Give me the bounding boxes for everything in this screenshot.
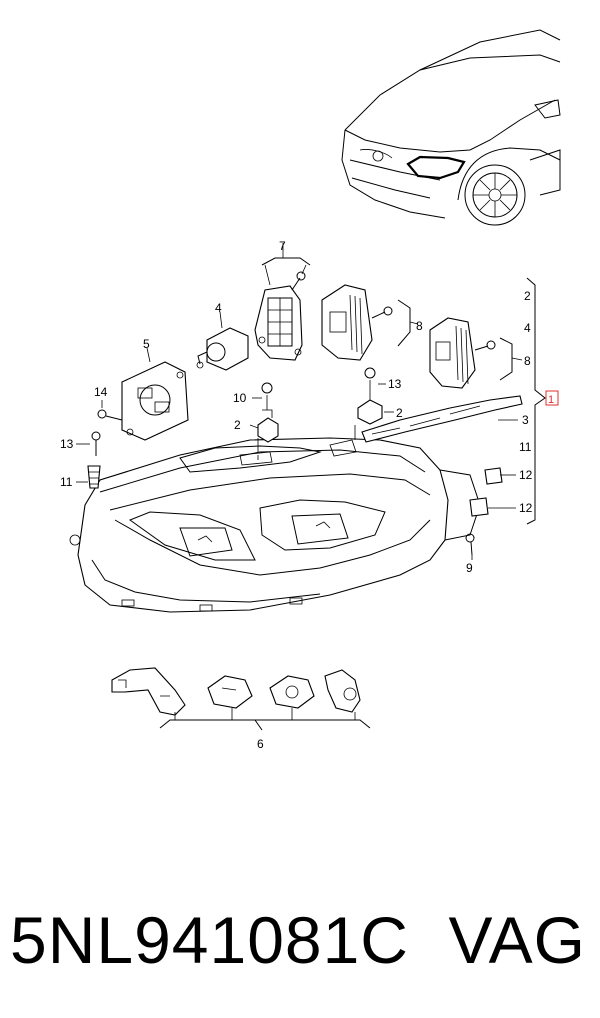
control-module-5 [121,361,189,441]
leader-lines [76,243,546,560]
screws [87,409,475,556]
bracket-2a [257,382,279,460]
callout-14: 14 [94,385,108,399]
callout-labels: 1 2 2 2 3 4 4 5 6 7 8 8 9 10 11 11 12 12… [60,239,559,751]
part-number-caption: 5NL941081C VAG [10,890,590,990]
callout-11-left: 11 [60,475,73,489]
brand-name: VAG [448,903,586,977]
callout-7: 7 [279,239,286,253]
callout-4-right: 4 [524,321,531,335]
callout-11-right: 11 [519,440,532,454]
part-number: 5NL941081C [10,903,409,977]
callout-1: 1 [548,394,554,406]
control-unit-8a [321,284,393,361]
callout-10: 10 [233,391,247,405]
callout-13-middle: 13 [388,377,402,391]
callout-8-left: 8 [416,319,423,333]
frame-7 [254,271,306,361]
bracket-set-6 [111,667,371,731]
callout-8-right: 8 [524,354,531,368]
callout-9: 9 [466,561,473,575]
control-unit-8b [429,317,496,389]
callout-5: 5 [143,337,150,351]
actuator-4 [196,327,249,371]
callout-2-left: 2 [234,418,241,432]
callout-12-bottom: 12 [519,501,533,515]
callout-3: 3 [522,413,529,427]
callout-4-top: 4 [215,301,222,315]
callout-2-middle: 2 [396,406,403,420]
callout-2-right-top: 2 [524,289,531,303]
callout-12-top: 12 [519,468,533,482]
bracket-2b [354,367,383,440]
vehicle-location-illustration [341,29,561,226]
headlight-housing [69,437,481,613]
clips-12 [469,467,503,517]
callout-6: 6 [257,737,264,751]
callout-13-left: 13 [60,437,74,451]
seal-strip [361,395,523,443]
callout-1-highlight [545,390,559,406]
